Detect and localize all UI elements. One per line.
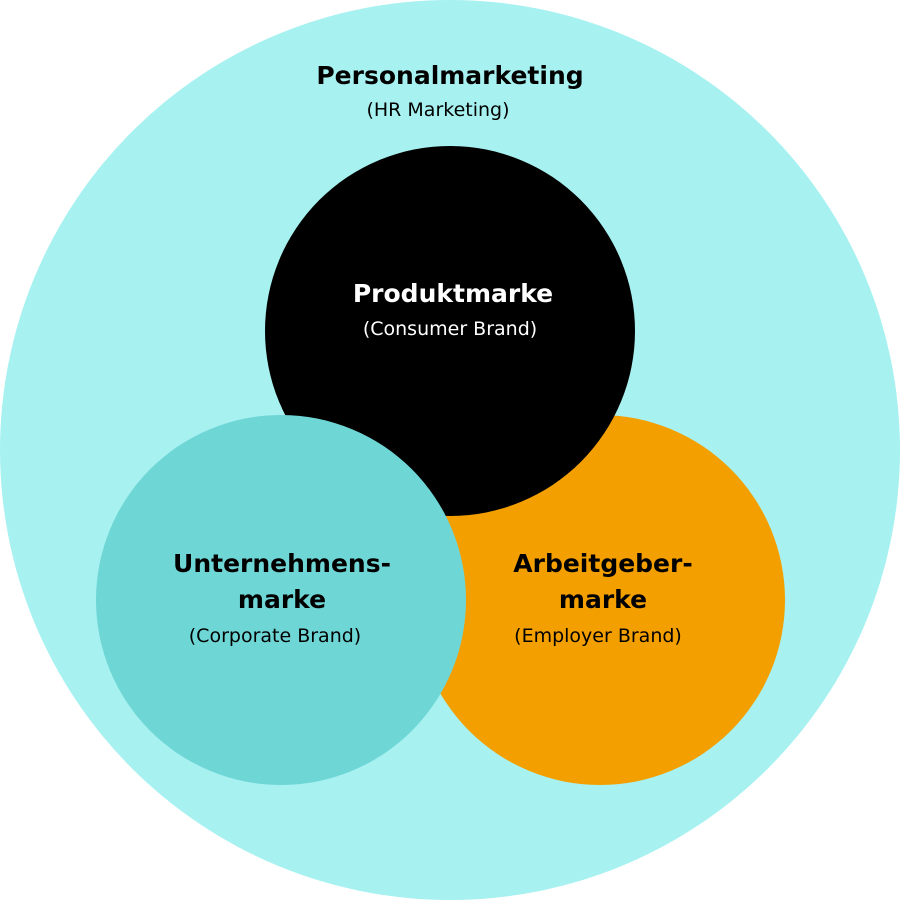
corporate-title-line1: Unternehmens- [173,549,391,578]
product-subtitle: (Consumer Brand) [363,318,537,340]
employer-subtitle: (Employer Brand) [514,625,682,647]
employer-title-line2: marke [559,585,647,614]
outer-subtitle: (HR Marketing) [366,99,509,121]
corporate-brand-circle [96,415,466,785]
corporate-subtitle: (Corporate Brand) [189,625,361,647]
product-brand-circle [265,146,635,516]
outer-title: Personalmarketing [316,61,583,90]
employer-brand-circle [415,415,785,785]
corporate-title-line2: marke [238,585,326,614]
employer-title-line1: Arbeitgeber- [513,549,692,578]
product-title: Produktmarke [353,279,553,308]
